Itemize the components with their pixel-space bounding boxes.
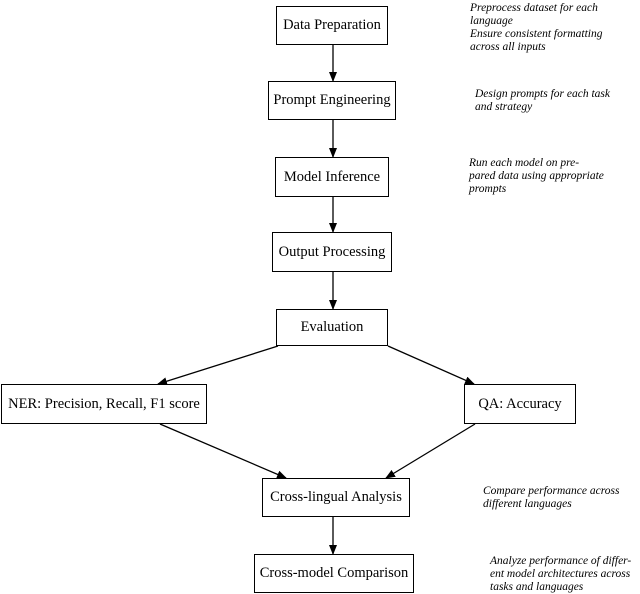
node-model-inference: Model Inference [275, 157, 389, 197]
note-line: different languages [483, 498, 572, 510]
node-ner-metrics: NER: Precision, Recall, F1 score [1, 384, 207, 424]
node-cross-lingual-analysis: Cross-lingual Analysis [262, 478, 410, 517]
node-cross-model-comparison: Cross-model Comparison [254, 554, 414, 593]
arrow-ner-to-crosslingual [159, 423, 287, 479]
arrow-evaluation-to-ner [157, 345, 279, 386]
node-prompt-engineering: Prompt Engineering [268, 81, 396, 120]
note-line: tasks and languages [490, 581, 584, 593]
note-line: across all inputs [470, 41, 546, 53]
note-line: language [470, 15, 513, 27]
node-qa-accuracy: QA: Accuracy [464, 384, 576, 424]
note-line: prompts [469, 183, 507, 195]
note-cross-model-comparison: Analyze performance of differ- ent model… [490, 555, 631, 594]
note-line: Design prompts for each task [475, 88, 611, 100]
node-data-preparation: Data Preparation [276, 6, 388, 45]
note-data-preparation: Preprocess dataset for each language Ens… [470, 2, 602, 54]
note-line: Preprocess dataset for each [470, 2, 598, 14]
node-evaluation: Evaluation [276, 309, 388, 346]
note-cross-lingual-analysis: Compare performance across different lan… [483, 485, 620, 511]
note-line: Run each model on pre- [469, 157, 580, 169]
note-line: Compare performance across [483, 485, 620, 497]
note-line: Ensure consistent formatting [470, 28, 603, 40]
note-model-inference: Run each model on pre- pared data using … [469, 157, 604, 196]
note-prompt-engineering: Design prompts for each task and strateg… [475, 88, 610, 114]
note-line: ent model architectures across [490, 568, 631, 580]
arrow-qa-to-crosslingual [385, 423, 476, 479]
note-line: pared data using appropriate [469, 170, 604, 182]
node-output-processing: Output Processing [272, 232, 392, 272]
arrow-evaluation-to-qa [387, 345, 475, 385]
note-line: and strategy [475, 101, 533, 113]
note-line: Analyze performance of differ- [490, 555, 632, 567]
